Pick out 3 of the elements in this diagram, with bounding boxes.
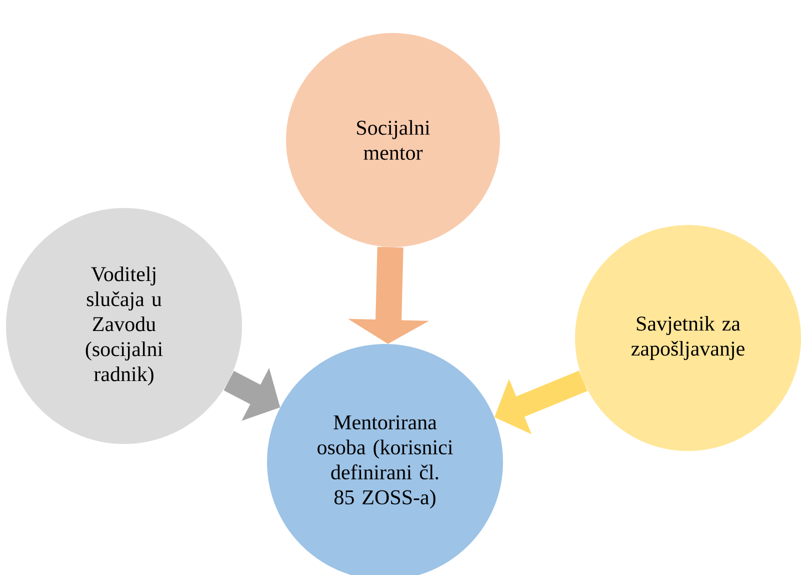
circle-node: Socijalni mentor — [286, 33, 500, 247]
circle-node: Savjetnik za zapošljavanje — [575, 225, 801, 451]
circle-node: Voditelj slučaja u Zavodu (socijalni radnik) — [6, 208, 242, 444]
